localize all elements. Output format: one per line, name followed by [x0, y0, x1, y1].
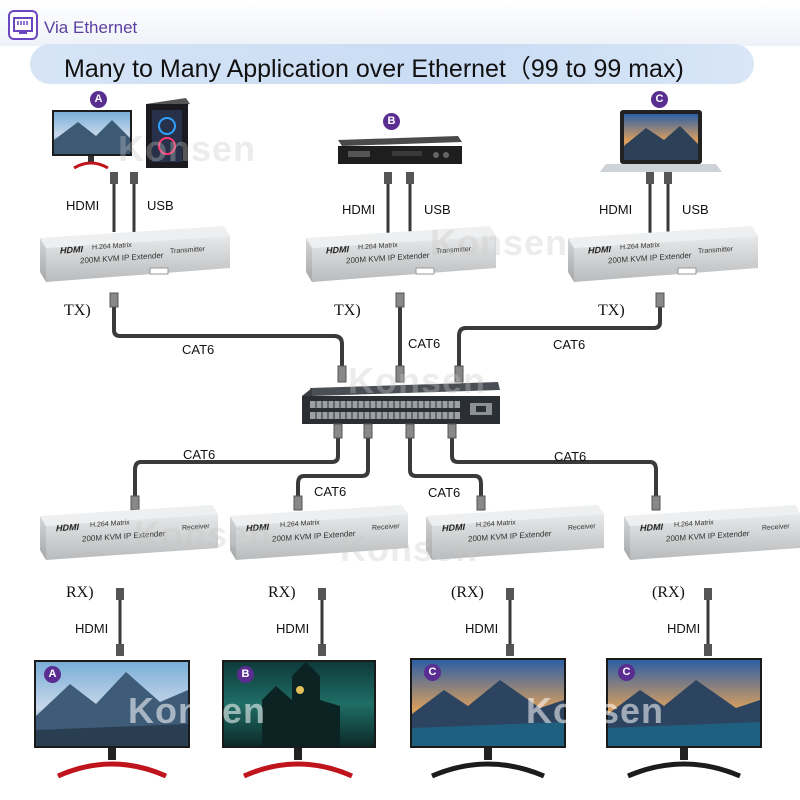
rx-4-type: Receiver: [762, 523, 790, 533]
source-monitor-a: [52, 110, 132, 170]
title-banner: Many to Many Application over Ethernet（9…: [30, 44, 754, 84]
rx-4-brand: HDMI: [640, 521, 663, 534]
cat6-label-tx-c: CAT6: [553, 337, 586, 352]
cat6-label-rx-2: CAT6: [314, 484, 347, 499]
tx-a-port-label: TX): [64, 302, 91, 319]
badge-source-a: A: [90, 91, 107, 108]
rx-box-4: [624, 505, 800, 560]
cat6-label-rx-3: CAT6: [428, 485, 461, 500]
watermark-1: Konsen: [118, 128, 257, 169]
source-plugs: [110, 172, 672, 184]
cable-rx-3: [408, 428, 483, 507]
output-monitor-1: [34, 660, 190, 779]
badge-output-4: C: [618, 664, 635, 681]
tx-a-type: Transmitter: [170, 246, 206, 256]
cable-tx-c: [457, 298, 662, 382]
page-title: Many to Many Application over Ethernet（9…: [64, 55, 684, 83]
tx-a-name: 200M KVM IP Extender: [80, 250, 164, 266]
network-switch: [302, 382, 500, 424]
rx-2-hdmi-label: HDMI: [276, 621, 310, 636]
via-ethernet-label: Via Ethernet: [44, 18, 138, 37]
tx-c-hdmi-label: HDMI: [599, 202, 633, 217]
tx-b-hdmi-label: HDMI: [342, 202, 376, 217]
rx-cables: [133, 428, 658, 507]
source-pc-tower: [146, 98, 190, 168]
tx-b-name: 200M KVM IP Extender: [346, 250, 430, 266]
tx-c-usb-label: USB: [682, 202, 709, 217]
rx-2-model: H.264 Matrix: [280, 519, 320, 530]
cat6-label-tx-b: CAT6: [408, 336, 441, 351]
rx-3-port-label: (RX): [451, 584, 484, 601]
rx-1-port-label: RX): [66, 584, 94, 601]
tx-box-b: [306, 226, 496, 282]
watermark-2: Konsen: [430, 222, 569, 263]
tx-b-usb-label: USB: [424, 202, 451, 217]
cable-rx-2: [296, 428, 370, 507]
rx-box-2: [230, 505, 408, 560]
rx-hdmi-plugs: [116, 588, 712, 656]
tx-box-a: [40, 226, 230, 282]
source-laptop: [600, 110, 722, 172]
cat6-label-rx-1: CAT6: [183, 447, 216, 462]
tx-b-brand: HDMI: [326, 244, 349, 256]
watermark-4: Konsen: [134, 514, 273, 555]
rx-4-model: H.264 Matrix: [674, 519, 714, 529]
tx-c-type: Transmitter: [698, 246, 734, 256]
rx-plugs: [130, 423, 661, 511]
tx-c-brand: HDMI: [588, 244, 611, 256]
rx-4-hdmi-label: HDMI: [667, 621, 701, 636]
watermark-6: Konsen: [128, 690, 267, 731]
badge-output-1: A: [44, 666, 61, 683]
badge-source-b: B: [383, 113, 400, 130]
rx-box-1: [40, 505, 218, 560]
badge-output-2: B: [237, 666, 254, 683]
rx-1-model: H.264 Matrix: [90, 519, 130, 530]
source-cables: [112, 180, 670, 235]
rx-4-name: 200M KVM IP Extender: [666, 528, 750, 544]
rx-3-hdmi-label: HDMI: [465, 621, 499, 636]
cable-rx-4: [450, 428, 658, 507]
tx-c-model: H.264 Matrix: [620, 241, 660, 252]
cable-tx-a: [112, 298, 344, 382]
tx-b-port-label: TX): [334, 302, 361, 319]
tx-a-brand: HDMI: [60, 244, 83, 256]
rx-box-3: [426, 505, 604, 560]
tx-box-c: [568, 226, 758, 282]
rx-2-port-label: RX): [268, 584, 296, 601]
rx-4-port-label: (RX): [652, 584, 685, 601]
ethernet-port-icon: [8, 10, 38, 40]
rx-hdmi-cables: [118, 592, 710, 650]
tx-plugs: [109, 292, 665, 383]
watermark-7: Konsen: [526, 690, 665, 731]
rx-3-type: Receiver: [568, 523, 596, 532]
tx-a-usb-label: USB: [147, 198, 174, 213]
tx-c-name: 200M KVM IP Extender: [608, 250, 692, 266]
cat6-label-rx-4: CAT6: [554, 449, 587, 464]
watermark-5: Konsen: [340, 528, 479, 569]
rx-3-model: H.264 Matrix: [476, 519, 516, 530]
header-bar: [0, 0, 800, 46]
source-dvd-player: [338, 136, 462, 164]
rx-1-hdmi-label: HDMI: [75, 621, 109, 636]
badge-source-c: C: [651, 91, 668, 108]
cat6-label-tx-a: CAT6: [182, 342, 215, 357]
tx-a-hdmi-label: HDMI: [66, 198, 100, 213]
cable-rx-1: [133, 428, 340, 507]
rx-1-brand: HDMI: [56, 521, 79, 534]
rx-3-name: 200M KVM IP Extender: [468, 529, 552, 544]
watermark-3: Konsen: [348, 360, 487, 401]
tx-b-model: H.264 Matrix: [358, 241, 398, 252]
badge-output-3: C: [424, 664, 441, 681]
tx-c-port-label: TX): [598, 302, 625, 319]
tx-a-model: H.264 Matrix: [92, 241, 132, 252]
